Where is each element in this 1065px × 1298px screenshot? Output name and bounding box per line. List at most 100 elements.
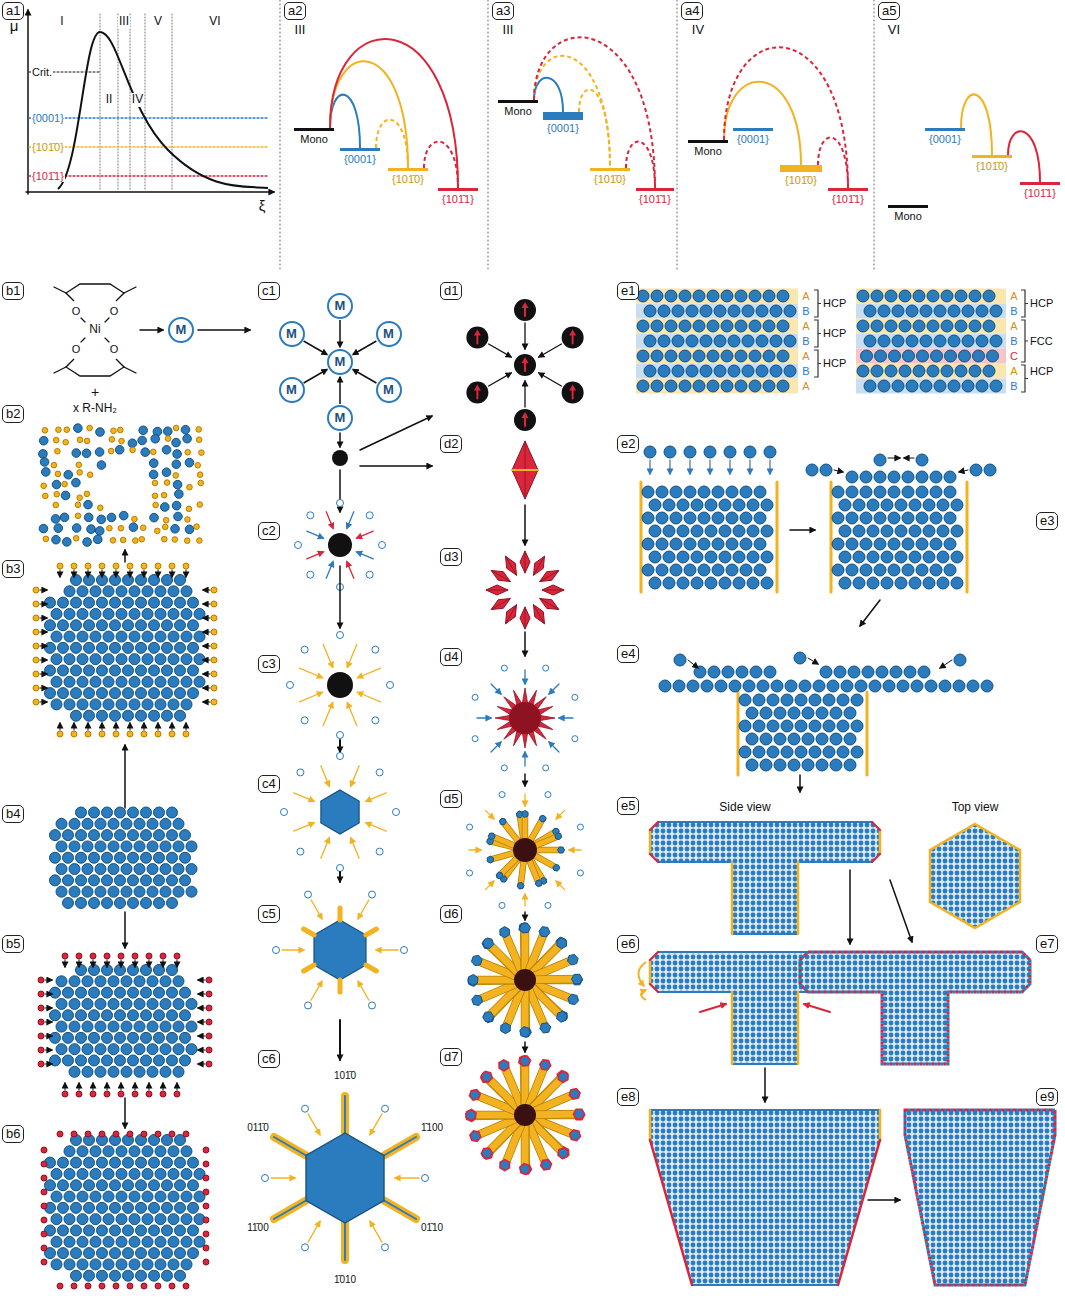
atom xyxy=(777,350,789,362)
magnetic-nucleus xyxy=(514,354,536,376)
panel-label: e1 xyxy=(621,283,635,298)
ligand xyxy=(197,502,203,508)
flux-arrow xyxy=(186,723,187,730)
atom xyxy=(754,564,766,576)
atom xyxy=(115,875,126,886)
rod-tip xyxy=(568,994,579,1005)
atom xyxy=(83,538,92,547)
atom xyxy=(115,1010,126,1021)
panel-label: b3 xyxy=(6,561,20,576)
atom xyxy=(50,1032,61,1043)
atom xyxy=(110,710,121,721)
hexagon-crystal xyxy=(314,920,366,980)
atom xyxy=(128,852,139,863)
atom xyxy=(656,512,668,524)
ligand xyxy=(57,563,63,569)
atom xyxy=(147,998,158,1009)
atom xyxy=(180,987,191,998)
nucleus xyxy=(328,533,352,557)
annotation-label: A xyxy=(1010,365,1017,378)
panel-label: b4 xyxy=(6,806,20,821)
rod-tip xyxy=(483,938,494,949)
atom xyxy=(181,608,192,619)
facet-0001 xyxy=(658,991,732,993)
rod-tip xyxy=(553,864,560,871)
atom xyxy=(740,486,752,498)
atom xyxy=(874,486,886,498)
atom xyxy=(141,875,152,886)
atom xyxy=(707,380,719,392)
atom xyxy=(167,1010,178,1021)
atom xyxy=(108,1021,119,1032)
transition-arc xyxy=(818,138,848,188)
ligand xyxy=(63,439,69,445)
flux-arrow xyxy=(40,590,47,591)
atom xyxy=(116,608,127,619)
atom xyxy=(52,480,61,489)
process-arrow xyxy=(868,1199,900,1201)
atom xyxy=(123,1202,134,1213)
bipyramid-edge xyxy=(491,571,510,582)
monomer xyxy=(545,902,551,908)
atom xyxy=(853,499,865,511)
atom xyxy=(899,365,911,377)
assembly-arrow xyxy=(304,369,327,383)
ligand xyxy=(118,525,124,531)
atom xyxy=(71,1248,82,1259)
rod-tip xyxy=(557,1071,567,1082)
atom xyxy=(90,608,101,619)
bipyramid xyxy=(534,605,545,624)
atom xyxy=(56,1021,67,1032)
atom xyxy=(857,290,869,302)
atom xyxy=(149,1202,160,1213)
monomer xyxy=(366,512,373,519)
monomer xyxy=(372,646,379,653)
flux-arrow xyxy=(158,723,159,730)
facet-1011 xyxy=(650,952,658,960)
atom xyxy=(69,886,80,897)
hexagon-crystal xyxy=(306,1133,384,1223)
atom xyxy=(147,818,158,829)
atom xyxy=(128,439,137,448)
atom xyxy=(142,654,153,665)
annotation-label: HCP xyxy=(823,357,846,370)
atom xyxy=(63,1010,74,1021)
atom xyxy=(990,335,1002,347)
atom xyxy=(181,1146,192,1157)
atom xyxy=(916,471,928,483)
atom xyxy=(878,305,890,317)
rod-tip xyxy=(487,856,493,863)
atom xyxy=(644,446,656,458)
ligand xyxy=(33,587,39,593)
flux-arrow xyxy=(130,570,131,577)
atom xyxy=(95,841,106,852)
monomer-label: M xyxy=(335,410,346,425)
rod-tip xyxy=(536,880,543,887)
atom xyxy=(51,631,62,642)
atom xyxy=(173,998,184,1009)
moment-head xyxy=(522,302,529,308)
bipyramid xyxy=(540,571,559,582)
atom xyxy=(134,1066,145,1077)
ligand xyxy=(206,977,212,983)
arm xyxy=(274,1137,306,1156)
atom xyxy=(916,512,928,524)
atom xyxy=(141,448,150,457)
atom xyxy=(119,511,128,520)
atom xyxy=(154,807,165,818)
ligand xyxy=(90,1091,96,1097)
atom xyxy=(981,680,993,692)
atom xyxy=(155,1236,166,1247)
atom xyxy=(679,290,691,302)
nanorod xyxy=(490,853,515,860)
atom xyxy=(63,875,74,886)
atom xyxy=(134,841,145,852)
rod-tip xyxy=(468,975,478,986)
atom xyxy=(712,512,724,524)
moment-head xyxy=(474,385,481,391)
facet-0001 xyxy=(658,821,872,823)
atom xyxy=(84,1157,95,1168)
nanorod xyxy=(534,1111,579,1119)
panel-tag: a5 xyxy=(878,2,900,20)
atom xyxy=(139,426,148,435)
